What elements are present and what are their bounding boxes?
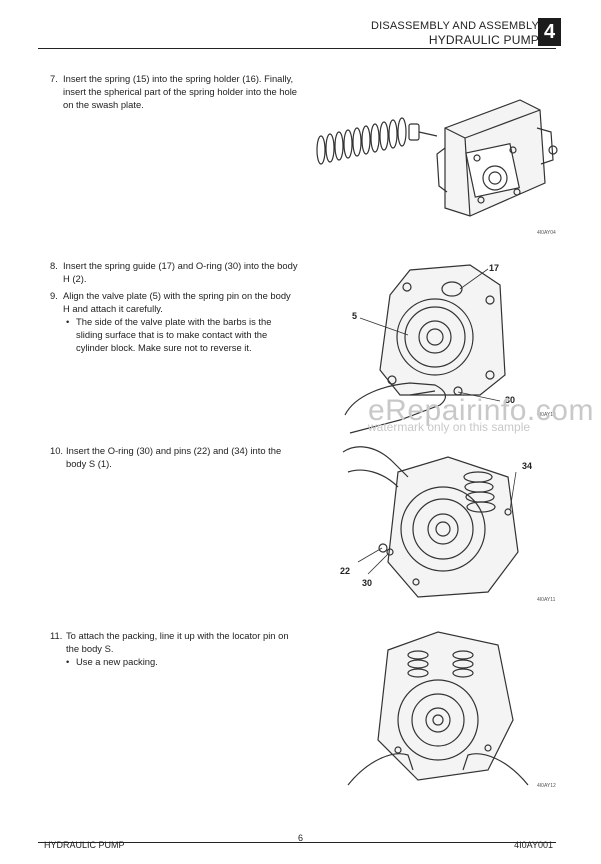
figure-code: 4I0AY04 (537, 230, 556, 236)
step-7: 7. Insert the spring (15) into the sprin… (50, 72, 300, 111)
footer-code: 4I0AY001 (514, 840, 553, 850)
watermark-note: watermark only on this sample (368, 420, 531, 434)
step-number: 11. (50, 630, 63, 641)
callout-30: 30 (505, 395, 516, 405)
step-number: 10. (50, 445, 64, 456)
callout-22: 22 (340, 566, 351, 576)
callout-34: 34 (522, 461, 533, 471)
footer-rule (38, 842, 556, 843)
step-number: 7. (50, 73, 58, 84)
step-text: Insert the spring guide (17) and O-ring … (63, 260, 298, 284)
figure-code: 4I0AY10 (537, 412, 556, 418)
step-8: 8. Insert the spring guide (17) and O-ri… (50, 259, 300, 285)
figure-packing (347, 631, 529, 786)
step-text: Insert the spring (15) into the spring h… (63, 73, 297, 110)
step-10: 10. Insert the O-ring (30) and pins (22)… (50, 444, 300, 470)
footer-title: HYDRAULIC PUMP (44, 840, 125, 850)
callout-17: 17 (489, 263, 500, 273)
figure-valve-plate (344, 264, 506, 434)
step-text: Insert the O-ring (30) and pins (22) and… (66, 445, 282, 469)
callout-30b: 30 (362, 578, 373, 588)
header-title: HYDRAULIC PUMP (428, 33, 539, 47)
figure-body-s (342, 446, 519, 598)
header-section: DISASSEMBLY AND ASSEMBLY (370, 20, 539, 32)
chapter-badge: 4 (538, 18, 561, 46)
step-bullet: Use a new packing. (66, 655, 300, 668)
step-number: 9. (50, 290, 58, 301)
step-number: 8. (50, 260, 58, 271)
step-11: 11. To attach the packing, line it up wi… (50, 629, 300, 668)
figure-spring-pump (316, 99, 558, 217)
page-number: 6 (298, 833, 304, 843)
callout-5: 5 (352, 311, 358, 321)
step-text: Align the valve plate (5) with the sprin… (63, 290, 291, 314)
figure-code: 4I0AY12 (537, 783, 556, 789)
step-text: To attach the packing, line it up with t… (66, 630, 289, 654)
figure-code: 4I0AY11 (537, 597, 556, 603)
step-9: 9. Align the valve plate (5) with the sp… (50, 289, 300, 354)
header-rule (38, 48, 556, 49)
watermark-brand: eRepairinfo.com (368, 394, 594, 427)
step-bullet: The side of the valve plate with the bar… (66, 315, 300, 354)
